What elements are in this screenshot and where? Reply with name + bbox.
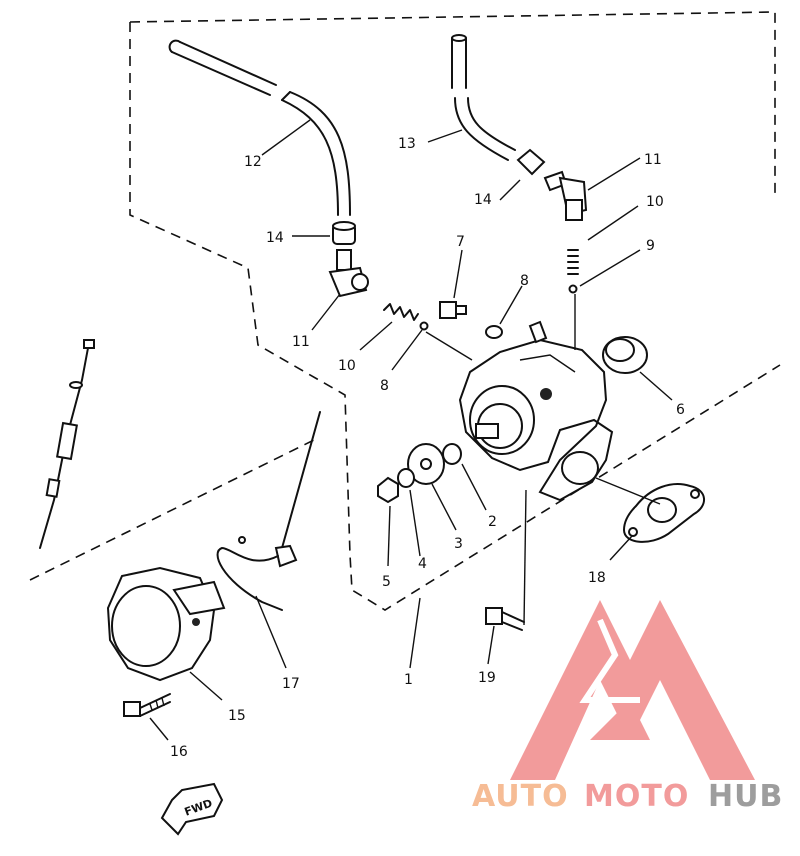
- leader-lines: [149, 119, 673, 741]
- bolt-7: [439, 301, 467, 319]
- ball-9-right: [568, 284, 578, 294]
- callout-2: 2: [488, 514, 497, 530]
- pump-cover-15: [106, 566, 226, 682]
- callout-19: 19: [478, 670, 496, 686]
- spring-10-right: [567, 249, 579, 275]
- leader-dashed-lower: [29, 437, 319, 581]
- callout-15: 15: [228, 708, 246, 724]
- clamp-14-left: [332, 221, 356, 245]
- callout-9-right: 9: [646, 238, 655, 254]
- callout-14-left: 14: [266, 230, 284, 246]
- ball-9-left: [419, 321, 429, 331]
- union-11-left: [328, 249, 369, 298]
- assembly-boundary: [129, 11, 781, 611]
- callout-8: 8: [520, 273, 529, 289]
- clamp-14-right: [516, 148, 546, 176]
- fwd-arrow-icon: FWD: [160, 782, 224, 836]
- callout-10-right: 10: [646, 194, 664, 210]
- watermark-word-hub: HUB: [708, 779, 783, 814]
- washer-4: [397, 468, 415, 488]
- callout-18: 18: [588, 570, 606, 586]
- cable-17: [216, 411, 321, 611]
- watermark-logo: AUTO MOTO HUB: [472, 600, 783, 814]
- washer-8: [485, 325, 503, 339]
- union-11-right: [543, 170, 588, 221]
- gasket-18: [622, 483, 705, 543]
- callout-12: 12: [244, 154, 262, 170]
- callout-16: 16: [170, 744, 188, 760]
- watermark-word-auto: AUTO: [472, 779, 569, 814]
- throttle-cable: [39, 339, 95, 549]
- nut-5: [377, 476, 399, 504]
- washer-2: [442, 443, 462, 465]
- watermark-word-moto: MOTO: [584, 779, 689, 814]
- callout-6: 6: [676, 402, 685, 418]
- callout-13: 13: [398, 136, 416, 152]
- cap-6: [602, 336, 648, 374]
- callout-10-left: 10: [338, 358, 356, 374]
- callout-9-left: 8: [380, 378, 389, 394]
- spring-10-left: [383, 303, 419, 321]
- hose-12: [168, 39, 351, 216]
- bolt-16: [123, 693, 171, 717]
- bolt-19: [485, 607, 525, 631]
- oil-pump-body: [458, 320, 614, 502]
- callout-11-left: 11: [292, 334, 310, 350]
- callout-5: 5: [382, 574, 391, 590]
- callout-14-right: 14: [474, 192, 492, 208]
- callout-4: 4: [418, 556, 427, 572]
- watermark-logo-mark: [510, 600, 755, 780]
- callout-17: 17: [282, 676, 300, 692]
- hose-13: [451, 34, 516, 161]
- callout-3: 3: [454, 536, 463, 552]
- callout-1: 1: [404, 672, 413, 688]
- callout-11-right: 11: [644, 152, 662, 168]
- callout-7: 7: [456, 234, 465, 250]
- plate-3: [407, 443, 445, 485]
